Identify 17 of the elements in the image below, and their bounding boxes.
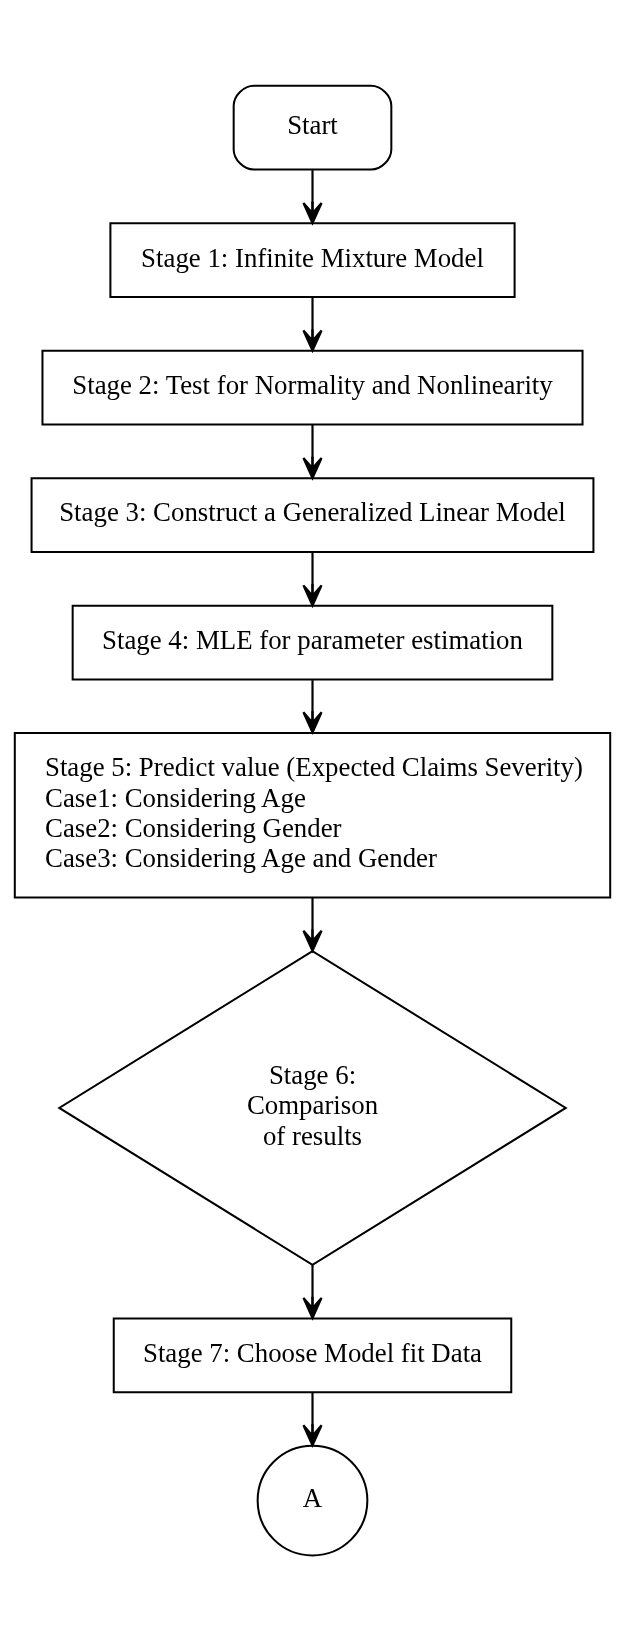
node-box: Stage 1: Infinite Mixture Model — [109, 222, 516, 299]
arrow — [302, 297, 323, 352]
node-box: Stage 4: MLE for parameter estimation — [71, 604, 554, 681]
node-diamond: Stage 6: Comparison of results — [57, 949, 568, 1266]
node-box: Start — [232, 84, 393, 171]
node-box: Stage 2: Test for Normality and Nonlinearity — [41, 349, 584, 426]
node-box: Stage 5: Predict value (Expected Claims Severity) Case1: Considering Age Case2: Considering Gender Case3: Considering Age and Gender — [13, 732, 612, 899]
arrow — [302, 897, 323, 952]
arrow — [302, 170, 323, 225]
arrow — [302, 1392, 323, 1447]
node-circle: A — [256, 1444, 369, 1557]
node-box: Stage 7: Choose Model fit Data — [112, 1317, 513, 1394]
arrow — [302, 424, 323, 480]
node-box: Stage 3: Construct a Generalized Linear Model — [30, 477, 595, 553]
arrow — [302, 1264, 323, 1320]
arrow — [302, 680, 323, 734]
arrow — [302, 551, 323, 607]
